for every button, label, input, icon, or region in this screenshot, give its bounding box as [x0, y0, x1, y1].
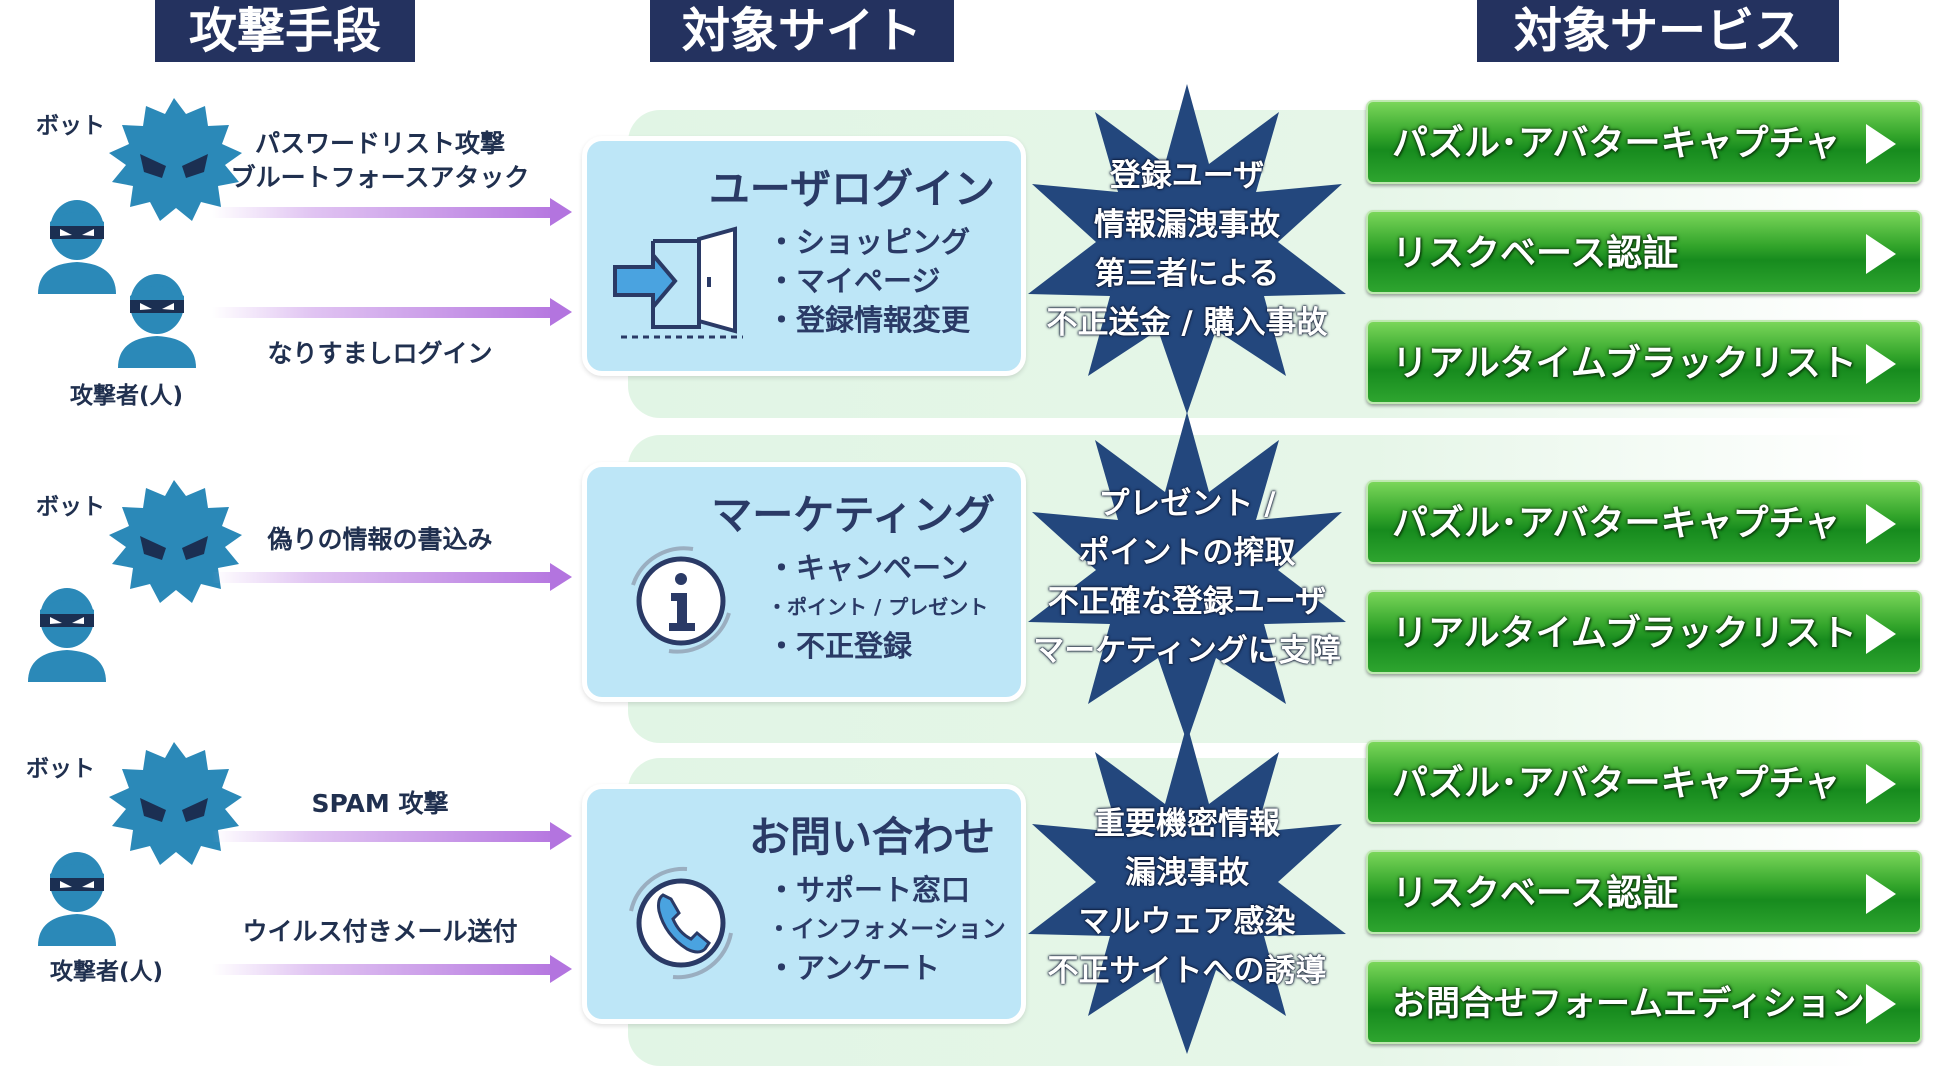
card-item: ・インフォメーション — [767, 915, 1006, 943]
damage-line: 不正送金 / 購入事故 — [1046, 305, 1328, 341]
attacker-person-icon — [28, 588, 106, 682]
damage-line: マーケティングに支障 — [1033, 633, 1341, 669]
service-button-puzzle-captcha[interactable]: パズル･アバターキャプチャ — [1366, 100, 1922, 184]
service-button-realtime-blacklist[interactable]: リアルタイムブラックリスト — [1366, 590, 1922, 674]
attack-label-password-list: パスワードリスト攻撃 — [254, 129, 505, 158]
bot-label: ボット — [36, 113, 105, 139]
site-card-user-login: ユーザログイン ・ショッピング ・マイページ ・登録情報変更 — [582, 136, 1026, 376]
service-label: リスクベース認証 — [1392, 873, 1679, 914]
human-attacker-label: 攻撃者(人) — [70, 383, 184, 409]
damage-line: 登録ユーザ — [1109, 158, 1265, 194]
site-card-marketing: マーケティング ・キャンペーン ・ポイント / プレゼント ・不正登録 — [582, 462, 1026, 702]
play-arrow-icon — [1866, 234, 1896, 274]
attack-label-false-info: 偽りの情報の書込み — [267, 525, 493, 554]
card-item: ・不正登録 — [767, 629, 913, 663]
human-attacker-label: 攻撃者(人) — [50, 959, 164, 985]
play-arrow-icon — [1866, 764, 1896, 804]
phone-icon — [629, 866, 733, 980]
attack-label-spam: SPAM 攻撃 — [311, 789, 449, 818]
login-door-icon — [613, 226, 743, 339]
damage-line: 第三者による — [1094, 256, 1280, 292]
service-button-contact-form-edition[interactable]: お問合せフォームエディション — [1366, 960, 1922, 1044]
attack-label-spoof-login: なりすましログイン — [267, 339, 493, 368]
site-card-contact: お問い合わせ ・サポート窓口 ・インフォメーション ・アンケート — [582, 784, 1026, 1024]
card-item: ・アンケート — [767, 951, 940, 985]
attack-arrow — [212, 822, 572, 850]
damage-line: 重要機密情報 — [1094, 806, 1280, 842]
card-title: マーケティング — [711, 491, 995, 539]
card-item: ・サポート窓口 — [767, 873, 971, 907]
play-arrow-icon — [1866, 614, 1896, 654]
card-item: ・登録情報変更 — [767, 303, 971, 337]
attacker-person-icon — [38, 200, 116, 294]
attacker-person-icon — [38, 852, 116, 946]
service-button-puzzle-captcha[interactable]: パズル･アバターキャプチャ — [1366, 740, 1922, 824]
service-label: パズル･アバターキャプチャ — [1392, 123, 1841, 164]
service-button-risk-based-auth[interactable]: リスクベース認証 — [1366, 210, 1922, 294]
service-label: パズル･アバターキャプチャ — [1392, 763, 1841, 804]
card-item: ・マイページ — [767, 264, 941, 298]
attack-arrow — [212, 298, 572, 326]
service-button-puzzle-captcha[interactable]: パズル･アバターキャプチャ — [1366, 480, 1922, 564]
play-arrow-icon — [1866, 504, 1896, 544]
card-item: ・ポイント / プレゼント — [767, 595, 989, 619]
service-button-realtime-blacklist[interactable]: リアルタイムブラックリスト — [1366, 320, 1922, 404]
card-item: ・ショッピング — [767, 225, 971, 259]
bot-label: ボット — [26, 756, 95, 782]
damage-burst-marketing: プレゼント / ポイントの搾取 不正確な登録ユーザ マーケティングに支障 — [1024, 412, 1350, 742]
damage-burst-login: 登録ユーザ 情報漏洩事故 第三者による 不正送金 / 購入事故 — [1024, 84, 1350, 414]
damage-line: ポイントの搾取 — [1078, 535, 1296, 571]
damage-line: プレゼント / — [1098, 486, 1276, 522]
card-title: ユーザログイン — [708, 165, 995, 213]
service-label: お問合せフォームエディション — [1392, 984, 1865, 1024]
card-item: ・キャンペーン — [767, 551, 969, 585]
bot-label: ボット — [36, 494, 105, 520]
damage-line: 情報漏洩事故 — [1094, 207, 1280, 243]
attack-arrow — [212, 563, 572, 591]
service-button-risk-based-auth[interactable]: リスクベース認証 — [1366, 850, 1922, 934]
play-arrow-icon — [1866, 344, 1896, 384]
info-icon — [631, 546, 731, 654]
attacker-person-icon — [118, 274, 196, 368]
attack-arrow — [212, 955, 572, 983]
play-arrow-icon — [1866, 124, 1896, 164]
attack-label-virus-mail: ウイルス付きメール送付 — [242, 917, 518, 946]
attack-arrow — [212, 198, 572, 226]
service-label: パズル･アバターキャプチャ — [1392, 503, 1841, 544]
attack-label-brute-force: ブルートフォースアタック — [230, 163, 530, 192]
card-title: お問い合わせ — [749, 813, 995, 861]
header-target-services: 対象サービス — [1477, 0, 1839, 62]
play-arrow-icon — [1866, 984, 1896, 1024]
play-arrow-icon — [1866, 874, 1896, 914]
damage-burst-contact: 重要機密情報 漏洩事故 マルウェア感染 不正サイトへの誘導 — [1024, 724, 1350, 1054]
service-label: リアルタイムブラックリスト — [1392, 613, 1857, 654]
damage-line: 漏洩事故 — [1125, 855, 1249, 891]
damage-line: マルウェア感染 — [1078, 904, 1296, 940]
header-attack-methods: 攻撃手段 — [155, 0, 415, 62]
service-label: リスクベース認証 — [1392, 233, 1679, 274]
header-target-sites: 対象サイト — [650, 0, 954, 62]
damage-line: 不正確な登録ユーザ — [1047, 584, 1327, 620]
service-label: リアルタイムブラックリスト — [1392, 343, 1857, 384]
damage-line: 不正サイトへの誘導 — [1047, 953, 1327, 989]
